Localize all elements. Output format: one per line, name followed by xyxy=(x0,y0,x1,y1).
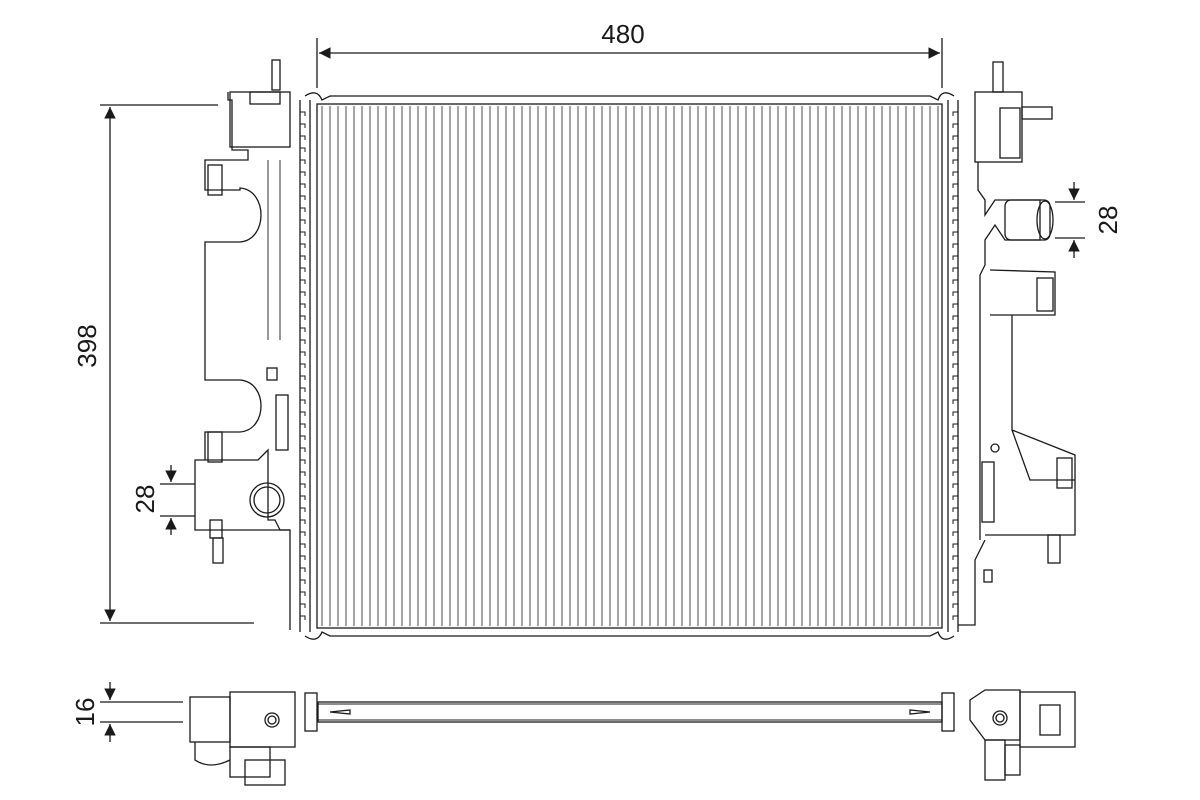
dimension-thickness: 16 xyxy=(70,682,183,742)
dimension-height: 398 xyxy=(72,104,254,624)
dimension-inlet-right: 28 xyxy=(1055,182,1123,258)
right-tank xyxy=(947,61,1076,632)
width-label: 480 xyxy=(601,19,644,49)
inlet-right-label: 28 xyxy=(1093,206,1123,235)
dimension-width: 480 xyxy=(316,19,943,88)
core-fins xyxy=(321,106,939,626)
left-tank xyxy=(194,59,311,632)
height-label: 398 xyxy=(72,324,102,367)
outlet-left-label: 28 xyxy=(130,485,160,514)
top-view xyxy=(189,689,1076,786)
radiator-core xyxy=(304,92,955,640)
dimension-outlet-left: 28 xyxy=(130,465,195,535)
thickness-label: 16 xyxy=(70,698,100,727)
